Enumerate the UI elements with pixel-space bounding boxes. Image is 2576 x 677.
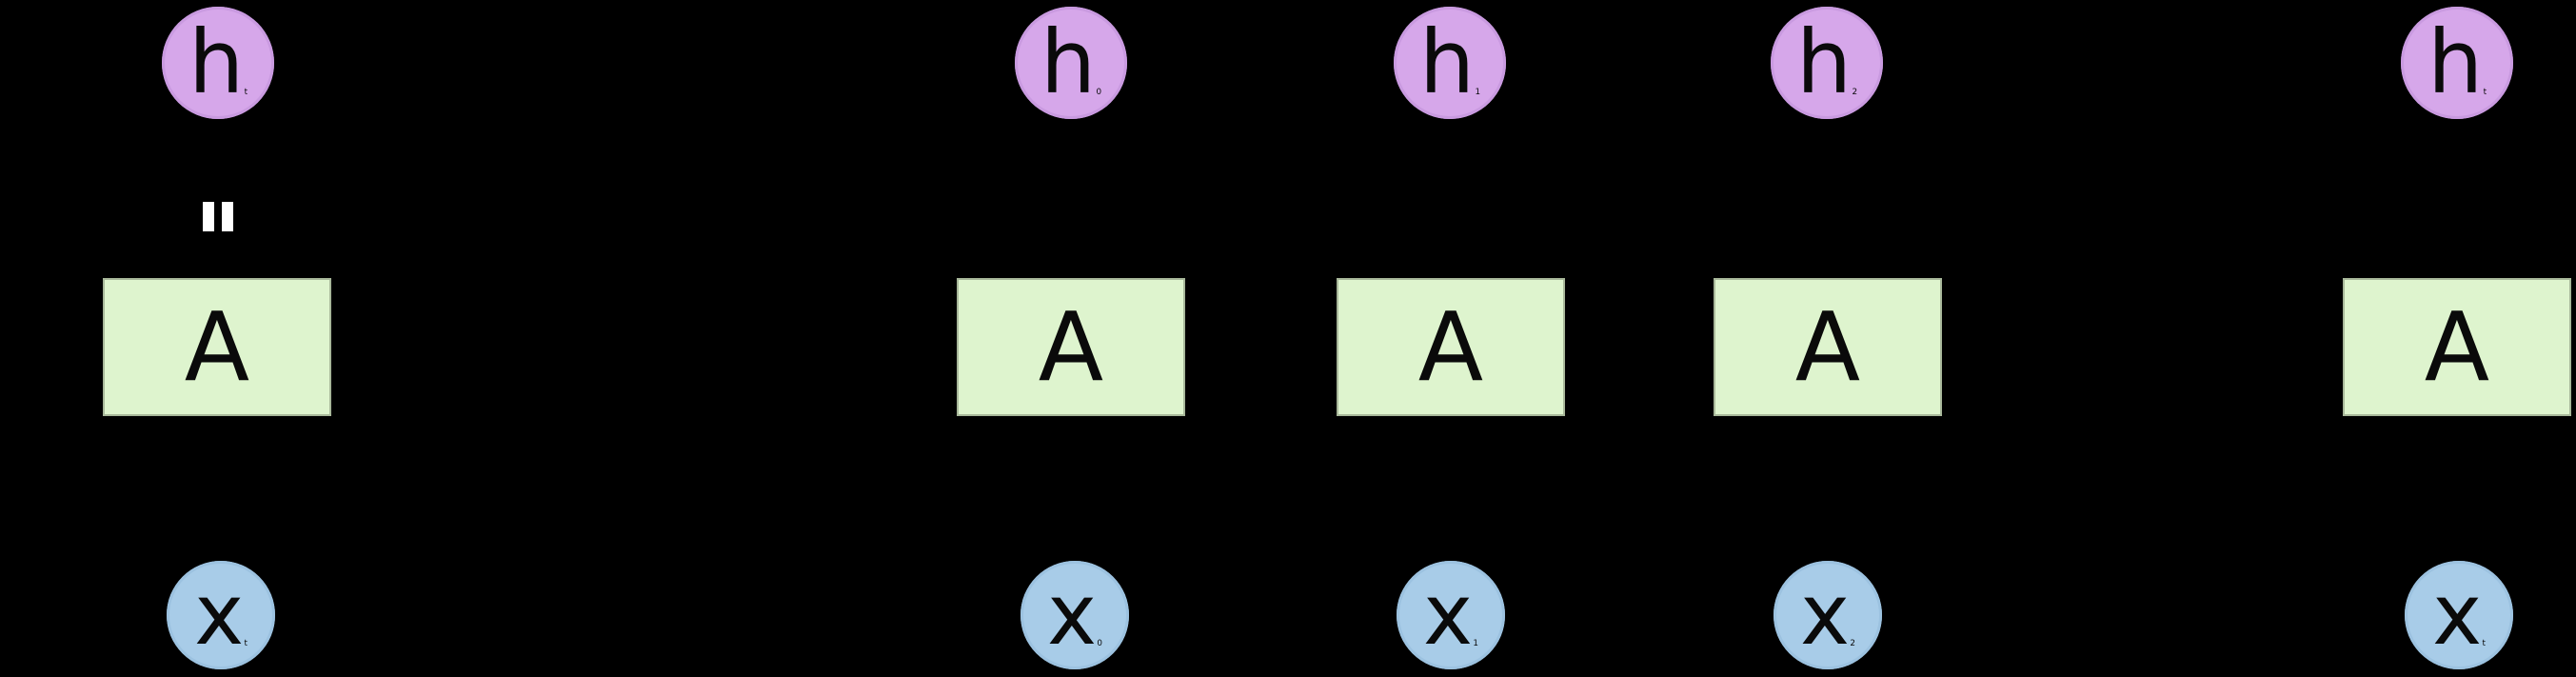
cell-label: A	[1038, 290, 1104, 403]
hidden-state-node-0: h0	[1015, 7, 1127, 119]
input-node-2: x2	[1773, 561, 1882, 669]
hidden-state-node-1: h1	[1394, 7, 1506, 119]
cell-label: A	[1417, 290, 1484, 403]
rnn-cell-box-loop: A	[103, 278, 331, 416]
hidden-state-node-2: h2	[1771, 7, 1883, 119]
input-label: x1	[1422, 566, 1479, 664]
equals-bar-left	[203, 202, 214, 231]
input-node-loop: xt	[167, 561, 275, 669]
input-label: x0	[1046, 566, 1103, 664]
hidden-state-label: h0	[1040, 11, 1102, 113]
rnn-cell-box-1: A	[1337, 278, 1565, 416]
rnn-cell-box-t: A	[2343, 278, 2571, 416]
cell-label: A	[184, 290, 250, 403]
hidden-state-node-loop: ht	[162, 7, 274, 119]
input-node-t: xt	[2405, 561, 2513, 669]
hidden-state-node-t: ht	[2401, 7, 2513, 119]
rnn-cell-box-0: A	[957, 278, 1185, 416]
cell-label: A	[2424, 290, 2490, 403]
equals-bar-right	[222, 202, 233, 231]
hidden-state-label: ht	[2427, 11, 2487, 113]
input-label: x2	[1799, 566, 1856, 664]
rnn-cell-box-2: A	[1714, 278, 1942, 416]
input-node-1: x1	[1397, 561, 1505, 669]
hidden-state-label: h2	[1795, 11, 1858, 113]
hidden-state-label: ht	[188, 11, 248, 113]
cell-label: A	[1794, 290, 1861, 403]
input-node-0: x0	[1020, 561, 1129, 669]
equals-icon	[203, 202, 233, 231]
hidden-state-label: h1	[1418, 11, 1481, 113]
input-label: xt	[2432, 566, 2486, 664]
input-label: xt	[194, 566, 248, 664]
